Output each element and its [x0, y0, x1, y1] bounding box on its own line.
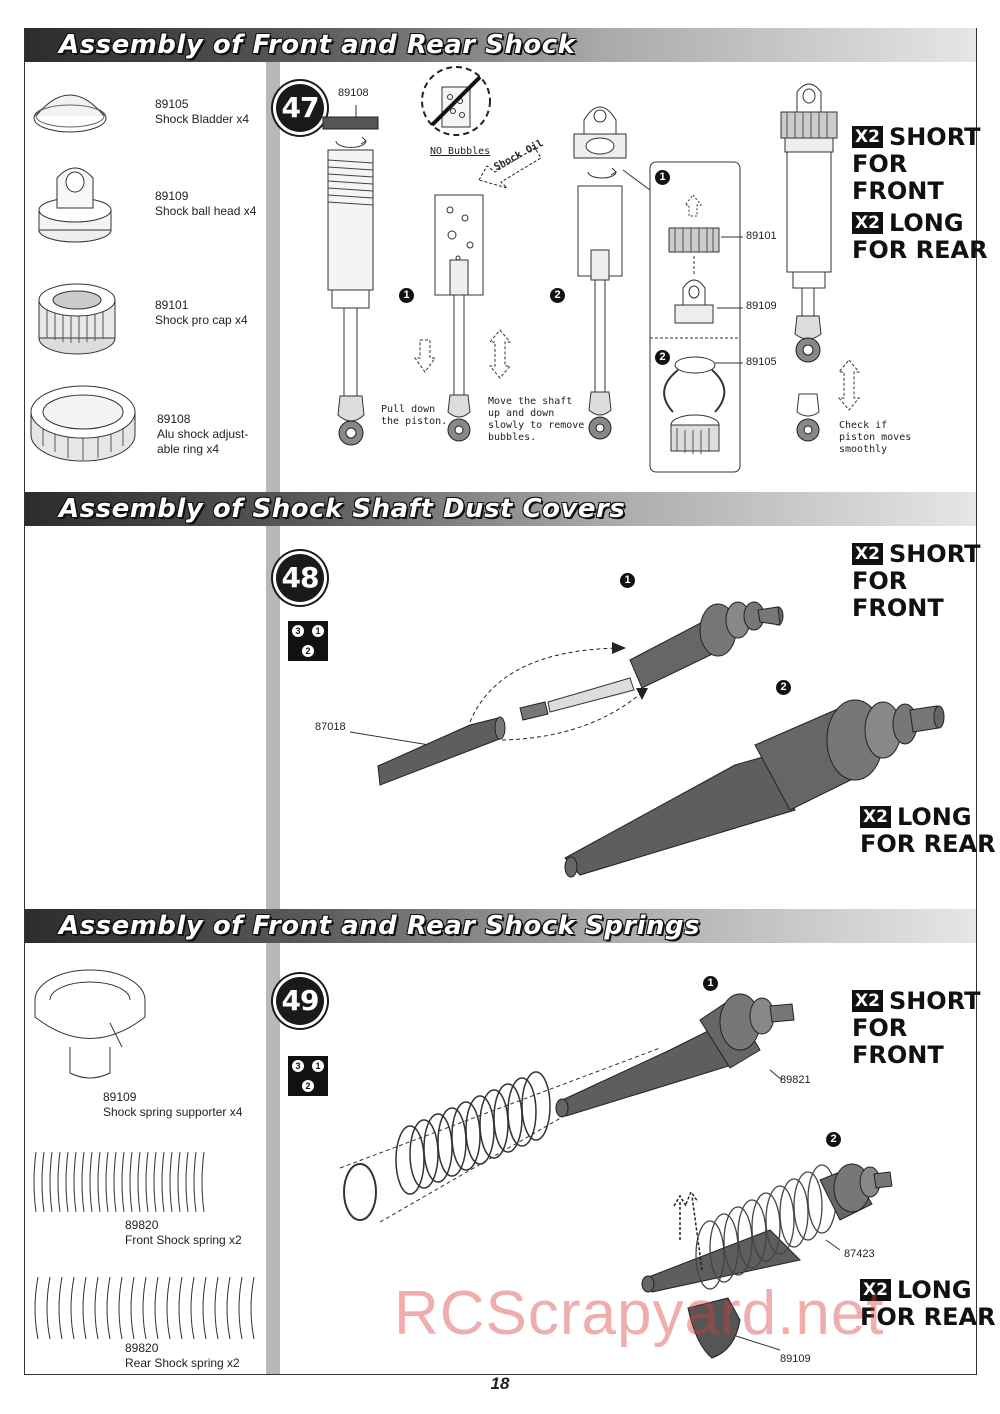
part-code: 89108 — [338, 87, 369, 99]
column-divider — [266, 526, 280, 909]
ball-head-icon — [38, 167, 112, 243]
section-title: Assembly of Shock Shaft Dust Covers — [59, 494, 626, 524]
part-code: 89109 — [746, 300, 777, 312]
up-down-arrow-icon — [837, 359, 861, 411]
pro-cap-icon — [38, 283, 116, 355]
spring-install-drawing — [339, 993, 795, 1223]
part-code: 89105 — [746, 356, 777, 368]
part-code: 89101 — [746, 230, 777, 242]
down-arrow-icon — [414, 339, 436, 373]
shock-body-fill-drawing — [434, 194, 484, 442]
no-bubbles-icon — [421, 66, 491, 136]
section-header-springs: Assembly of Front and Rear Shock Springs — [25, 909, 976, 943]
section-header-dust-covers: Assembly of Shock Shaft Dust Covers — [25, 492, 976, 526]
shock-assembly-drawing — [322, 105, 379, 446]
section-header-shock: Assembly of Front and Rear Shock — [25, 28, 976, 62]
sub-step-1: 1 — [620, 573, 635, 588]
part-code: 87018 — [315, 721, 346, 733]
sub-step-1: 1 — [703, 976, 718, 991]
column-divider — [266, 62, 280, 492]
completed-shock-drawing — [780, 83, 838, 442]
dust-cover-long-drawing — [564, 699, 945, 878]
shock-oil-arrow — [478, 147, 542, 190]
shock-cap-install-drawing — [573, 106, 627, 440]
adjust-ring-icon — [30, 385, 136, 462]
rear-spring-icon — [34, 1276, 255, 1340]
spring-shock-long-drawing — [641, 1163, 893, 1359]
detail-sub-step-1: 1 — [655, 170, 670, 185]
step-number-47: 47 — [276, 84, 324, 132]
sub-step-2: 2 — [776, 680, 791, 695]
sub-step-2: 2 — [550, 288, 565, 303]
sub-step-1: 1 — [399, 288, 414, 303]
part-code: 89821 — [780, 1074, 811, 1086]
section-title: Assembly of Front and Rear Shock — [59, 30, 576, 60]
detail-box — [622, 161, 743, 473]
no-bubbles-label: NO Bubbles — [430, 146, 491, 157]
section-title: Assembly of Front and Rear Shock Springs — [59, 911, 701, 941]
part-code: 87423 — [844, 1248, 875, 1260]
assembly-order-icon: 3 1 2 — [288, 1056, 328, 1096]
part-code: 89109 — [780, 1353, 811, 1365]
up-down-arrow-icon — [488, 329, 512, 379]
dust-cover-install-drawing — [349, 601, 784, 786]
watermark: RCScrapyard.net — [394, 1279, 885, 1348]
column-divider — [266, 943, 280, 1374]
sub-step-2: 2 — [826, 1132, 841, 1147]
page-number: 18 — [490, 1374, 510, 1393]
spring-supporter-icon — [34, 969, 146, 1079]
assembly-order-icon: 3 1 2 — [288, 621, 328, 661]
step-number-49: 49 — [276, 977, 324, 1025]
shock-bladder-icon — [33, 94, 107, 133]
step-number-48: 48 — [276, 554, 324, 602]
detail-sub-step-2: 2 — [655, 350, 670, 365]
front-spring-icon — [33, 1151, 205, 1213]
